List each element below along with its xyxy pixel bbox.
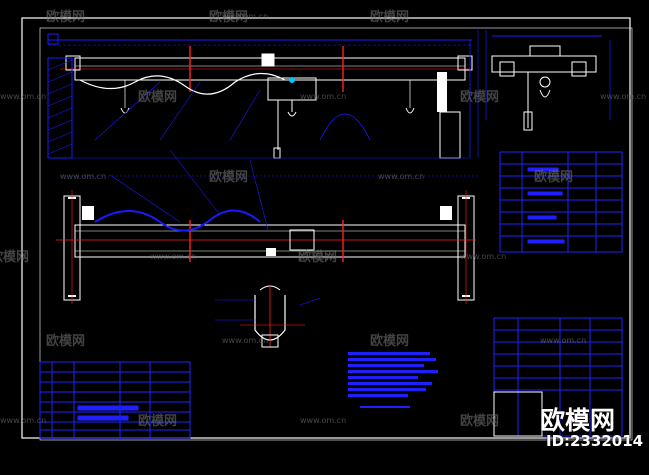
technical-notes-block (348, 352, 438, 408)
stamp-logo: 欧模网 (540, 406, 616, 435)
watermark-url: www.om.cn (150, 252, 197, 261)
watermark-logo: 欧模网 (138, 414, 178, 429)
parameter-table (499, 151, 623, 253)
watermark-logo: 欧模网 (370, 334, 410, 349)
bill-of-materials-table (39, 361, 191, 439)
watermark-url: www.om.cn (540, 336, 587, 345)
watermark-logo: 欧模网 (0, 250, 30, 265)
watermark-logo: 欧模网 (370, 10, 410, 25)
watermark-url: www.om.cn (60, 172, 107, 181)
watermark-logo: 欧模网 (460, 90, 500, 105)
watermark-url: www.om.cn (0, 92, 47, 101)
watermark-url: www.om.cn (222, 12, 269, 21)
stamp-id: ID:2332014 (546, 432, 644, 450)
crane-elevation-view (47, 30, 479, 159)
crane-side-view (485, 30, 611, 131)
watermark-logo: 欧模网 (534, 170, 574, 185)
watermark-url: www.om.cn (222, 336, 269, 345)
title-block (493, 317, 623, 437)
watermark-url: www.om.cn (378, 172, 425, 181)
watermark-logo: 欧模网 (46, 10, 86, 25)
watermark-url: www.om.cn (600, 92, 647, 101)
watermark-logo: 欧模网 (209, 170, 249, 185)
watermark-logo: 欧模网 (209, 10, 249, 25)
drawing-frame (21, 17, 633, 441)
watermark-logo: 欧模网 (46, 334, 86, 349)
watermark-url: www.om.cn (300, 92, 347, 101)
watermark-url: www.om.cn (460, 252, 507, 261)
girder-section-detail (215, 285, 321, 348)
watermark-url: www.om.cn (300, 416, 347, 425)
watermark-url: www.om.cn (0, 416, 47, 425)
watermark-logo: 欧模网 (460, 414, 500, 429)
crane-plan-view (56, 149, 480, 304)
watermark-logo: 欧模网 (138, 90, 178, 105)
watermark-logo: 欧模网 (298, 250, 338, 265)
